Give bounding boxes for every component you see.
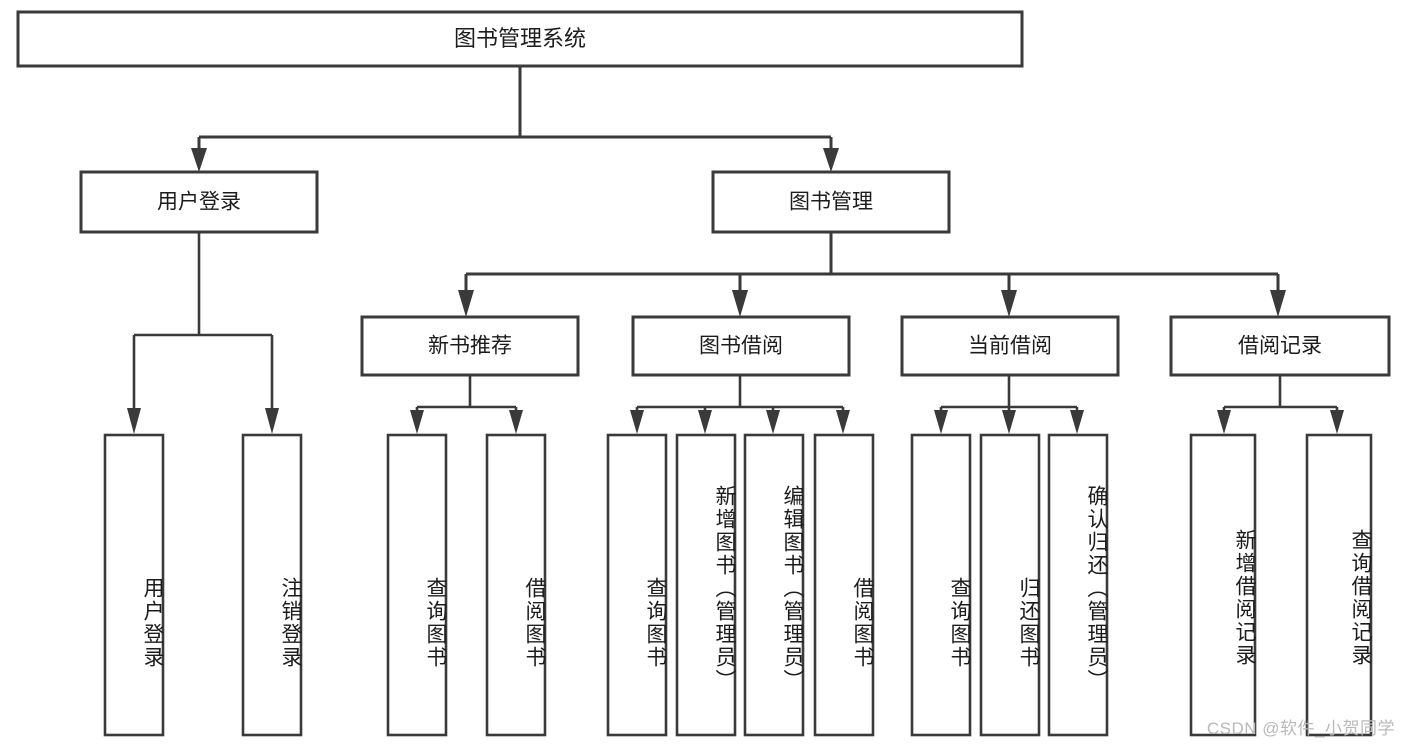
arrow-to-book-borrow <box>732 290 748 317</box>
node-borrow-record[interactable]: 借阅记录 <box>1169 315 1391 377</box>
node-new-book-recommend-box[interactable] <box>360 315 580 377</box>
connector-userlogin-to-leaves <box>127 232 279 434</box>
node-leaf-user-logout-box[interactable] <box>241 433 303 737</box>
arrow-to-leaf-add-record <box>1217 410 1231 434</box>
node-new-book-recommend[interactable]: 新书推荐 <box>360 315 580 377</box>
node-leaf-borrow-book-1-box[interactable] <box>485 433 547 737</box>
node-new-book-recommend-label: 新书推荐 <box>428 335 512 358</box>
node-root-box[interactable] <box>16 10 1024 68</box>
node-root-label: 图书管理系统 <box>454 26 586 51</box>
arrow-to-user-login <box>191 148 207 172</box>
node-book-manage-label: 图书管理 <box>789 191 873 214</box>
csdn-watermark: CSDN @软件_小贺同学 <box>1206 719 1395 738</box>
node-book-borrow-label: 图书借阅 <box>699 335 783 358</box>
arrow-to-leaf-query-book-1 <box>410 410 424 434</box>
node-root[interactable]: 图书管理系统 <box>16 10 1024 68</box>
connector-bookborrow-to-leaves <box>630 375 850 434</box>
node-borrow-record-box[interactable] <box>1169 315 1391 377</box>
node-current-borrow-box[interactable] <box>900 315 1120 377</box>
arrow-to-leaf-user-logout <box>265 408 279 434</box>
node-leaf-query-record-box[interactable] <box>1305 433 1373 737</box>
arrow-to-leaf-query-record <box>1330 410 1344 434</box>
node-leaf-query-book-2-box[interactable] <box>606 433 668 737</box>
arrow-to-leaf-user-login <box>127 408 141 434</box>
arrow-to-leaf-query-book-2 <box>630 410 644 434</box>
node-user-login-box[interactable] <box>79 170 319 234</box>
node-book-manage[interactable]: 图书管理 <box>711 170 951 234</box>
node-leaf-user-login-box[interactable] <box>103 433 165 737</box>
arrow-to-leaf-borrow-book-1 <box>509 410 523 434</box>
node-book-borrow[interactable]: 图书借阅 <box>631 315 851 377</box>
node-leaf-query-book-1-box[interactable] <box>386 433 448 737</box>
node-user-login-label: 用户登录 <box>157 191 241 214</box>
arrow-to-leaf-edit-book <box>766 410 780 434</box>
arrow-to-borrow-record <box>1270 290 1286 317</box>
connector-bookmanage-to-level3 <box>458 232 1286 317</box>
connector-root-to-level2 <box>191 66 839 172</box>
connector-borrowrecord-to-leaves <box>1217 375 1344 434</box>
node-user-login[interactable]: 用户登录 <box>79 170 319 234</box>
node-borrow-record-label: 借阅记录 <box>1238 335 1322 358</box>
node-leaf-return-book-box[interactable] <box>979 433 1041 737</box>
arrow-to-leaf-return-book <box>1002 410 1016 434</box>
node-leaf-query-book-3-box[interactable] <box>910 433 972 737</box>
arrow-to-leaf-borrow-book-2 <box>836 410 850 434</box>
node-leaf-add-book-box[interactable] <box>675 433 737 737</box>
node-leaf-confirm-return-box[interactable] <box>1047 433 1109 737</box>
node-leaf-add-record-box[interactable] <box>1189 433 1257 737</box>
node-book-manage-box[interactable] <box>711 170 951 234</box>
node-book-borrow-box[interactable] <box>631 315 851 377</box>
arrow-to-book-manage <box>823 148 839 172</box>
arrow-to-leaf-add-book <box>698 410 712 434</box>
connector-recommend-to-leaves <box>410 375 523 434</box>
arrow-to-new-book-recommend <box>458 290 474 317</box>
arrow-to-leaf-query-book-3 <box>934 410 948 434</box>
node-current-borrow[interactable]: 当前借阅 <box>900 315 1120 377</box>
arrow-to-current-borrow <box>1001 290 1017 317</box>
node-leaf-edit-book-box[interactable] <box>743 433 805 737</box>
node-leaf-borrow-book-2-box[interactable] <box>813 433 875 737</box>
arrow-to-leaf-confirm-return <box>1070 410 1084 434</box>
leaf-boxes <box>103 433 1373 737</box>
connector-currentborrow-to-leaves <box>934 375 1084 434</box>
node-current-borrow-label: 当前借阅 <box>968 335 1052 358</box>
